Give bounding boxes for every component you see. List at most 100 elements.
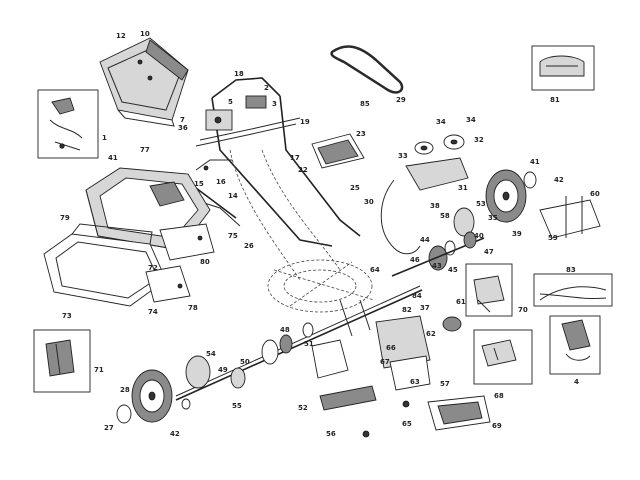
callout: 45 bbox=[448, 266, 458, 274]
callout: 52 bbox=[298, 404, 308, 412]
callout: 4 bbox=[574, 378, 579, 386]
inset-box-70 bbox=[465, 263, 513, 317]
callout: 31 bbox=[458, 184, 468, 192]
callout: 64 bbox=[370, 266, 380, 274]
callout: 74 bbox=[148, 308, 158, 316]
callout: 5 bbox=[228, 98, 233, 106]
callout: 16 bbox=[216, 178, 226, 186]
callout: 61 bbox=[456, 298, 466, 306]
callout: 81 bbox=[550, 96, 560, 104]
callout: 10 bbox=[140, 30, 150, 38]
transmission-parts bbox=[311, 299, 462, 438]
callout: 33 bbox=[398, 152, 408, 160]
callout: 29 bbox=[396, 96, 406, 104]
callout: 58 bbox=[440, 212, 450, 220]
callout: 28 bbox=[120, 386, 130, 394]
inset-box-71 bbox=[33, 329, 91, 393]
callout: 19 bbox=[300, 118, 310, 126]
deck-brackets bbox=[145, 223, 215, 303]
callout: 75 bbox=[228, 232, 238, 240]
blade-housing bbox=[267, 259, 375, 313]
callout: 62 bbox=[426, 330, 436, 338]
callout: 48 bbox=[280, 326, 290, 334]
inset-box-1 bbox=[37, 89, 99, 159]
panel-85 bbox=[311, 133, 365, 169]
drive-belt bbox=[330, 45, 404, 94]
callout: 85 bbox=[360, 100, 370, 108]
callout: 12 bbox=[116, 32, 126, 40]
callout: 60 bbox=[590, 190, 600, 198]
callout: 39 bbox=[512, 230, 522, 238]
callout: 77 bbox=[140, 146, 150, 154]
callout: 67 bbox=[380, 358, 390, 366]
callout: 1 bbox=[102, 134, 107, 142]
callout: 35 bbox=[488, 214, 498, 222]
callout: 41 bbox=[530, 158, 540, 166]
callout: 2 bbox=[264, 84, 269, 92]
callout: 41 bbox=[108, 154, 118, 162]
callout: 43 bbox=[432, 262, 442, 270]
callout: 44 bbox=[420, 236, 430, 244]
callout: 47 bbox=[484, 248, 494, 256]
callout: 84 bbox=[412, 292, 422, 300]
callout: 40 bbox=[474, 232, 484, 240]
callout: 56 bbox=[326, 430, 336, 438]
rear-bracket bbox=[539, 196, 601, 239]
inset-box-83 bbox=[533, 273, 613, 307]
inset-box-4 bbox=[549, 315, 601, 375]
callout: 34 bbox=[466, 116, 476, 124]
left-wheel-lower bbox=[116, 355, 211, 424]
callout: 32 bbox=[474, 136, 484, 144]
callout-labels: 12 10 7 18 2 5 3 1 19 17 16 14 15 22 23 … bbox=[60, 30, 600, 438]
callout: 15 bbox=[194, 180, 204, 188]
callout: 55 bbox=[232, 402, 242, 410]
callout: 42 bbox=[170, 430, 180, 438]
inset-box-84 bbox=[427, 395, 491, 431]
inset-box-81 bbox=[531, 45, 595, 91]
callout: 34 bbox=[436, 118, 446, 126]
callout: 80 bbox=[200, 258, 210, 266]
gear-cluster bbox=[391, 207, 485, 277]
callout: 49 bbox=[218, 366, 228, 374]
callout: 78 bbox=[188, 304, 198, 312]
callout: 71 bbox=[94, 366, 104, 374]
callout: 38 bbox=[430, 202, 440, 210]
callout: 25 bbox=[350, 184, 360, 192]
callout: 72 bbox=[148, 264, 158, 272]
callout: 7 bbox=[180, 116, 185, 124]
callout: 17 bbox=[290, 154, 300, 162]
callout: 69 bbox=[492, 422, 502, 430]
callout: 73 bbox=[62, 312, 72, 320]
callout: 63 bbox=[410, 378, 420, 386]
callout: 46 bbox=[410, 256, 420, 264]
callout: 59 bbox=[548, 234, 558, 242]
callout: 37 bbox=[420, 304, 430, 312]
inset-box-82 bbox=[473, 329, 533, 385]
callout: 22 bbox=[298, 166, 308, 174]
callout: 36 bbox=[178, 124, 188, 132]
drive-axle bbox=[175, 285, 423, 401]
callout: 57 bbox=[440, 380, 450, 388]
right-wheel-upper bbox=[485, 169, 537, 223]
callout: 53 bbox=[476, 200, 486, 208]
callout: 30 bbox=[364, 198, 374, 206]
callout: 23 bbox=[356, 130, 366, 138]
callout: 83 bbox=[566, 266, 576, 274]
callout: 82 bbox=[402, 306, 412, 314]
callout: 27 bbox=[104, 424, 114, 432]
callout: 50 bbox=[240, 358, 250, 366]
callout: 26 bbox=[244, 242, 254, 250]
callout: 70 bbox=[518, 306, 528, 314]
callout: 42 bbox=[554, 176, 564, 184]
grass-bag-part bbox=[99, 37, 189, 127]
callout: 79 bbox=[60, 214, 70, 222]
callout: 68 bbox=[494, 392, 504, 400]
callout: 14 bbox=[228, 192, 238, 200]
callout: 54 bbox=[206, 350, 216, 358]
pulley-assembly bbox=[380, 134, 469, 255]
callout: 66 bbox=[386, 344, 396, 352]
handle-assembly bbox=[195, 77, 361, 281]
callout: 65 bbox=[402, 420, 412, 428]
callout: 18 bbox=[234, 70, 244, 78]
